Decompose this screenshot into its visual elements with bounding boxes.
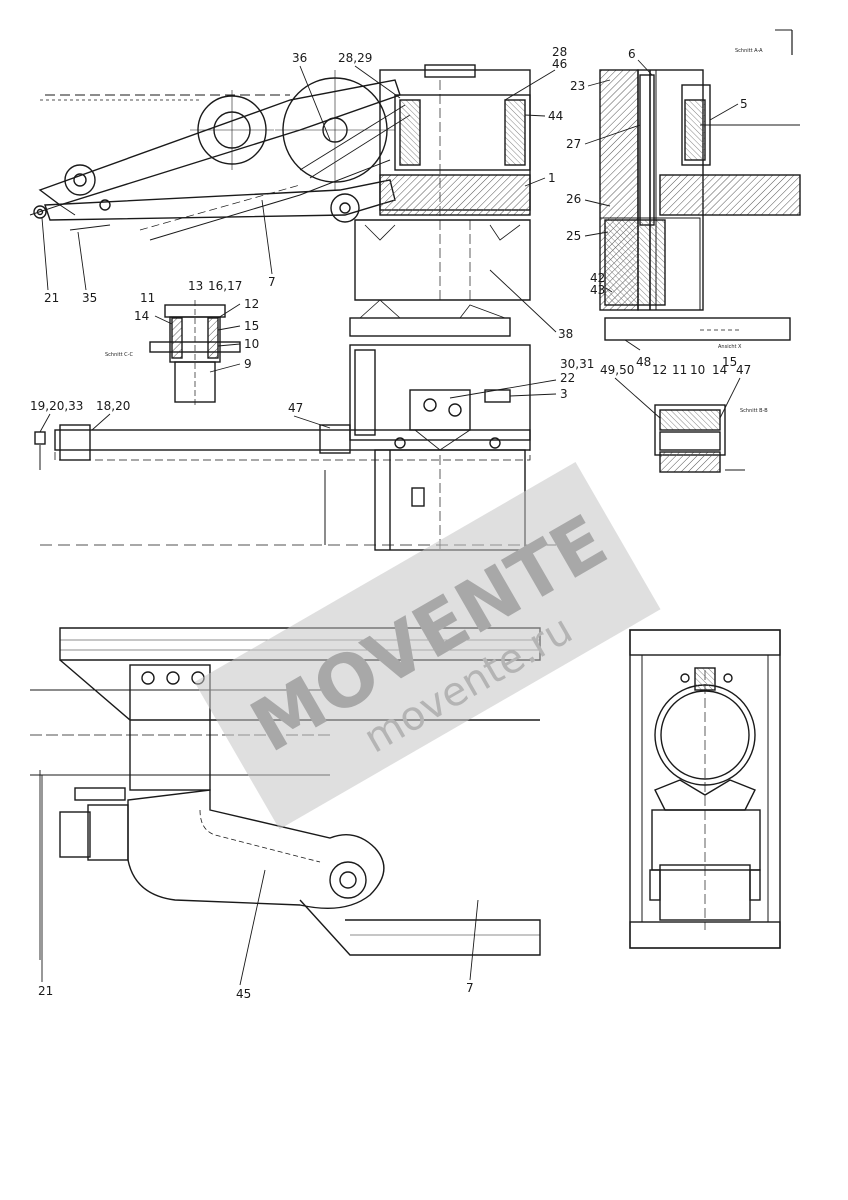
callout-27: 27 — [566, 137, 581, 151]
callout-1: 1 — [548, 171, 556, 185]
callout-28-top: 28 — [552, 45, 567, 59]
head-block — [349, 64, 531, 337]
callout-labels: 36 28,29 28 46 44 1 21 35 7 38 6 23 5 27… — [30, 45, 751, 1001]
callout-21-top: 21 — [44, 291, 59, 305]
callout-38: 38 — [558, 327, 573, 341]
callout-10-bb: 10 — [690, 363, 705, 377]
callout-22: 22 — [560, 371, 575, 385]
callout-35: 35 — [82, 291, 97, 305]
callout-46: 46 — [552, 57, 567, 71]
callout-21-bottom: 21 — [38, 984, 53, 998]
callout-16-17: 16,17 — [208, 279, 242, 293]
callout-45: 45 — [236, 987, 251, 1001]
callout-15-bb: 15 — [722, 355, 737, 369]
watermark: MOVENTE movente.ru — [194, 462, 661, 830]
callout-14-cc: 14 — [134, 309, 149, 323]
callout-3: 3 — [560, 387, 568, 401]
callout-15-cc: 15 — [244, 319, 259, 333]
horizontal-arm — [34, 344, 560, 551]
callout-49-50: 49,50 — [600, 363, 634, 377]
boom-assembly — [29, 70, 411, 241]
callout-6: 6 — [628, 47, 636, 61]
section-b-b — [654, 404, 745, 473]
callout-18-20: 18,20 — [96, 399, 130, 413]
callout-26: 26 — [566, 192, 581, 206]
callout-25: 25 — [566, 229, 581, 243]
callout-44: 44 — [548, 109, 563, 123]
section-a-a — [599, 29, 801, 351]
callout-23: 23 — [570, 79, 585, 93]
callout-48: 48 — [636, 355, 651, 369]
callout-12-bb: 12 — [652, 363, 667, 377]
callout-14-bb: 14 — [712, 363, 727, 377]
callout-11-bb: 11 — [672, 363, 687, 377]
caption-section-c-c: Schnitt C-C — [105, 352, 133, 358]
callout-12-cc: 12 — [244, 297, 259, 311]
callout-19-20-33: 19,20,33 — [30, 399, 83, 413]
callout-7-bottom: 7 — [466, 981, 474, 995]
callout-36: 36 — [292, 51, 307, 65]
callout-28-29: 28,29 — [338, 51, 372, 65]
callout-5: 5 — [740, 97, 748, 111]
caption-section-a-a: Schnitt A-A — [735, 48, 763, 54]
lower-right-end-view — [629, 629, 781, 949]
callout-47-bb: 47 — [736, 363, 751, 377]
callout-42: 42 — [590, 271, 605, 285]
callout-9: 9 — [244, 357, 252, 371]
section-c-c — [149, 300, 241, 405]
caption-section-b-b: Schnitt B-B — [740, 408, 768, 414]
callout-7-top: 7 — [268, 275, 276, 289]
callout-30-31: 30,31 — [560, 357, 594, 371]
section-captions: Schnitt A-A Schnitt C-C Schnitt B-B Ansi… — [105, 48, 768, 414]
callout-13: 13 — [188, 279, 203, 293]
callout-10-cc: 10 — [244, 337, 259, 351]
caption-view-x: Ansicht X — [718, 344, 742, 350]
callout-43: 43 — [590, 283, 605, 297]
leader-lines — [39, 59, 741, 986]
callout-11-cc: 11 — [140, 291, 155, 305]
callout-47-mid: 47 — [288, 401, 303, 415]
